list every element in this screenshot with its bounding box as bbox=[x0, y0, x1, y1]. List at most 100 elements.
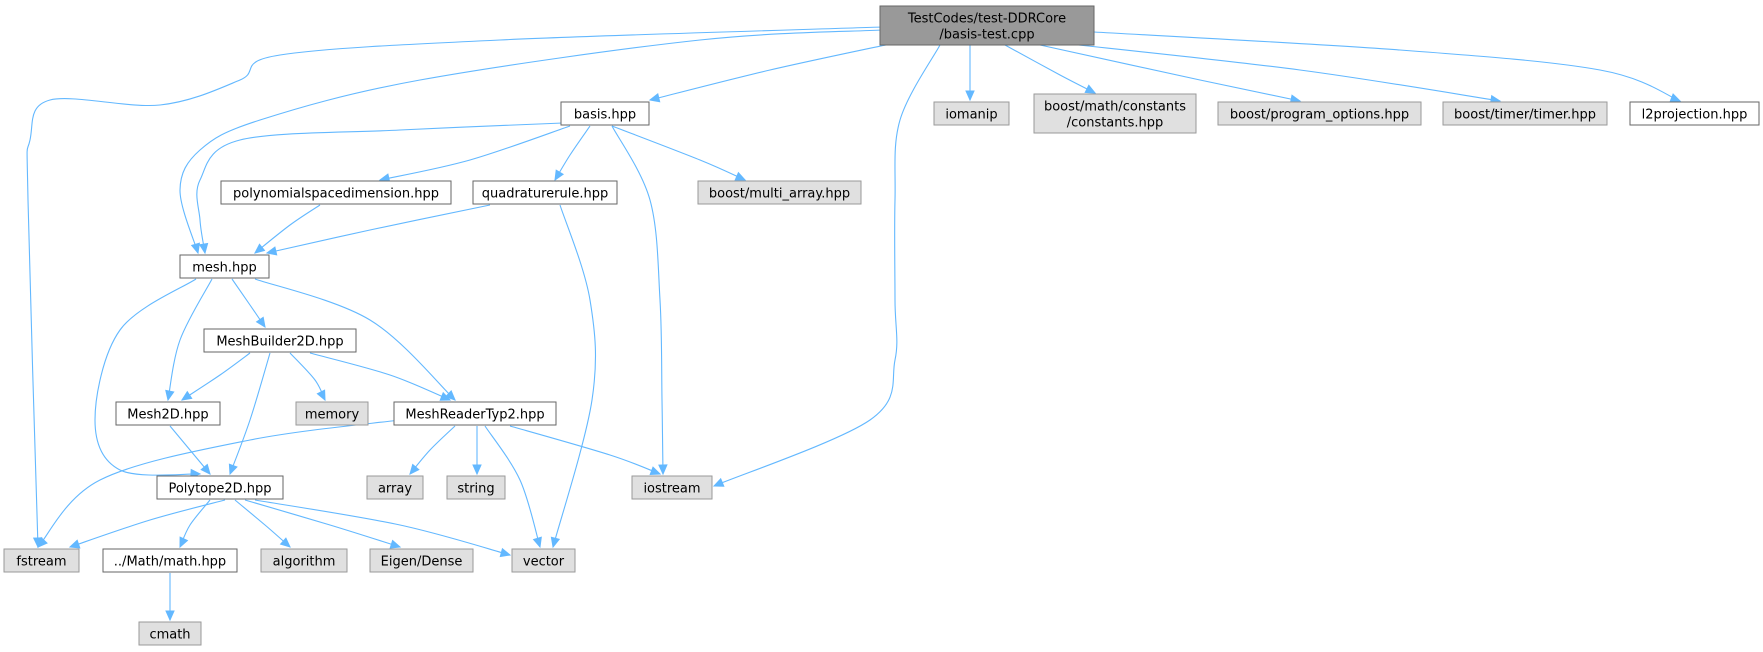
node-label: boost/math/constants bbox=[1044, 100, 1186, 115]
node-label: boost/multi_array.hpp bbox=[709, 187, 850, 202]
arrowhead bbox=[734, 171, 747, 181]
node-label: iostream bbox=[643, 482, 700, 497]
node-label: string bbox=[457, 482, 494, 497]
arrowhead bbox=[316, 389, 326, 402]
node-mesh[interactable]: mesh.hpp bbox=[179, 254, 270, 279]
node-label: Polytope2D.hpp bbox=[168, 482, 271, 497]
node-label: MeshBuilder2D.hpp bbox=[216, 335, 343, 350]
node-label: boost/program_options.hpp bbox=[1230, 108, 1409, 123]
node-label: quadraturerule.hpp bbox=[482, 187, 608, 202]
edge-meshreader-to-iostream bbox=[509, 425, 662, 476]
edge-meshbuilder-to-memory bbox=[289, 352, 326, 402]
node-eigen: Eigen/Dense bbox=[369, 548, 474, 573]
node-label: ../Math/math.hpp bbox=[114, 555, 226, 570]
arrowhead bbox=[279, 537, 291, 548]
node-constants: boost/math/constants/constants.hpp bbox=[1033, 93, 1197, 134]
node-vector: vector bbox=[511, 548, 576, 573]
arrowhead bbox=[499, 547, 512, 558]
edge-meshbuilder-to-mesh2d bbox=[180, 352, 251, 401]
node-polyspace[interactable]: polynomialspacedimension.hpp bbox=[220, 180, 452, 205]
node-string: string bbox=[446, 475, 506, 500]
arrowhead bbox=[190, 242, 201, 255]
arrowhead bbox=[265, 246, 278, 256]
arrowhead bbox=[712, 477, 725, 487]
node-label: polynomialspacedimension.hpp bbox=[233, 187, 439, 202]
arrowhead bbox=[648, 93, 661, 103]
arrowhead bbox=[198, 242, 209, 255]
arrowhead bbox=[439, 391, 452, 401]
edge-polytope-to-algorithm bbox=[234, 499, 291, 548]
node-label: boost/timer/timer.hpp bbox=[1454, 108, 1596, 123]
arrowhead bbox=[200, 463, 211, 475]
node-label: Mesh2D.hpp bbox=[127, 408, 208, 423]
node-iomanip: iomanip bbox=[933, 101, 1010, 126]
node-meshreader[interactable]: MeshReaderTyp2.hpp bbox=[393, 401, 557, 426]
edge-mesh-to-meshreader bbox=[254, 278, 456, 401]
node-fstream: fstream bbox=[3, 548, 80, 573]
node-timer: boost/timer/timer.hpp bbox=[1442, 101, 1608, 126]
edge-mesh-to-polytope bbox=[94, 278, 202, 479]
edge-basis-to-iostream bbox=[611, 125, 668, 476]
arrowhead bbox=[554, 169, 565, 182]
node-program_options: boost/program_options.hpp bbox=[1217, 101, 1422, 126]
edge-meshreader-to-fstream bbox=[37, 419, 401, 548]
edge-polyspace-to-mesh bbox=[254, 204, 321, 254]
arrowhead bbox=[532, 536, 542, 549]
node-label: iomanip bbox=[945, 108, 997, 123]
arrowhead bbox=[254, 243, 266, 254]
edge-mesh2d-to-polytope bbox=[169, 425, 211, 475]
node-quadrature[interactable]: quadraturerule.hpp bbox=[472, 180, 618, 205]
edge-root-to-iostream bbox=[712, 44, 941, 487]
node-meshbuilder[interactable]: MeshBuilder2D.hpp bbox=[203, 328, 357, 353]
edge-basis-to-mesh bbox=[196, 122, 564, 255]
edge-quadrature-to-mesh bbox=[265, 204, 491, 256]
node-root[interactable]: TestCodes/test-DDRCore/basis-test.cpp bbox=[879, 5, 1095, 46]
node-label: vector bbox=[523, 555, 565, 570]
arrowhead bbox=[228, 463, 238, 476]
edge-polytope-to-math bbox=[179, 499, 211, 549]
edge-polytope-to-vector bbox=[254, 499, 512, 558]
edge-meshbuilder-to-polytope bbox=[228, 352, 271, 476]
node-label: Eigen/Dense bbox=[381, 555, 463, 570]
arrowhead bbox=[444, 389, 456, 401]
edge-mesh-to-meshbuilder bbox=[231, 278, 266, 329]
node-label: mesh.hpp bbox=[192, 261, 257, 276]
edge-root-to-basis bbox=[648, 43, 891, 103]
edge-quadrature-to-vector bbox=[550, 204, 597, 549]
node-iostream: iostream bbox=[631, 475, 713, 500]
edge-math-to-cmath bbox=[165, 573, 175, 622]
node-label: basis.hpp bbox=[574, 108, 636, 123]
edge-meshreader-to-array bbox=[409, 425, 456, 475]
arrowhead bbox=[658, 464, 668, 476]
node-algorithm: algorithm bbox=[260, 548, 348, 573]
edge-root-to-l2projection bbox=[1093, 31, 1682, 103]
arrowhead bbox=[68, 539, 81, 549]
arrowhead bbox=[472, 464, 482, 476]
dependency-edges bbox=[26, 26, 1682, 622]
arrowhead bbox=[179, 536, 189, 549]
arrowhead bbox=[409, 463, 420, 475]
edge-basis-to-polyspace bbox=[378, 125, 571, 183]
node-math[interactable]: ../Math/math.hpp bbox=[102, 548, 238, 573]
arrowhead bbox=[965, 90, 975, 102]
file-nodes: TestCodes/test-DDRCore/basis-test.cpp bas… bbox=[3, 5, 1760, 646]
arrowhead bbox=[180, 390, 193, 401]
edge-root-to-iomanip bbox=[965, 45, 975, 102]
node-label: algorithm bbox=[273, 555, 336, 570]
node-multi_array: boost/multi_array.hpp bbox=[697, 180, 862, 205]
node-mesh2d[interactable]: Mesh2D.hpp bbox=[115, 401, 221, 426]
edge-meshreader-to-vector bbox=[484, 425, 542, 549]
arrowhead bbox=[165, 389, 175, 402]
arrowhead bbox=[255, 316, 266, 329]
node-l2projection[interactable]: l2projection.hpp bbox=[1629, 101, 1760, 126]
node-basis[interactable]: basis.hpp bbox=[560, 101, 650, 126]
edge-polytope-to-eigen bbox=[244, 499, 402, 549]
edge-root-to-mesh bbox=[179, 29, 883, 255]
arrowhead bbox=[1084, 84, 1097, 94]
arrowhead bbox=[165, 610, 175, 622]
arrowhead bbox=[649, 466, 662, 476]
edge-basis-to-quadrature bbox=[554, 125, 591, 182]
arrowhead bbox=[37, 536, 48, 548]
node-label: memory bbox=[305, 408, 360, 423]
node-polytope[interactable]: Polytope2D.hpp bbox=[156, 475, 284, 500]
